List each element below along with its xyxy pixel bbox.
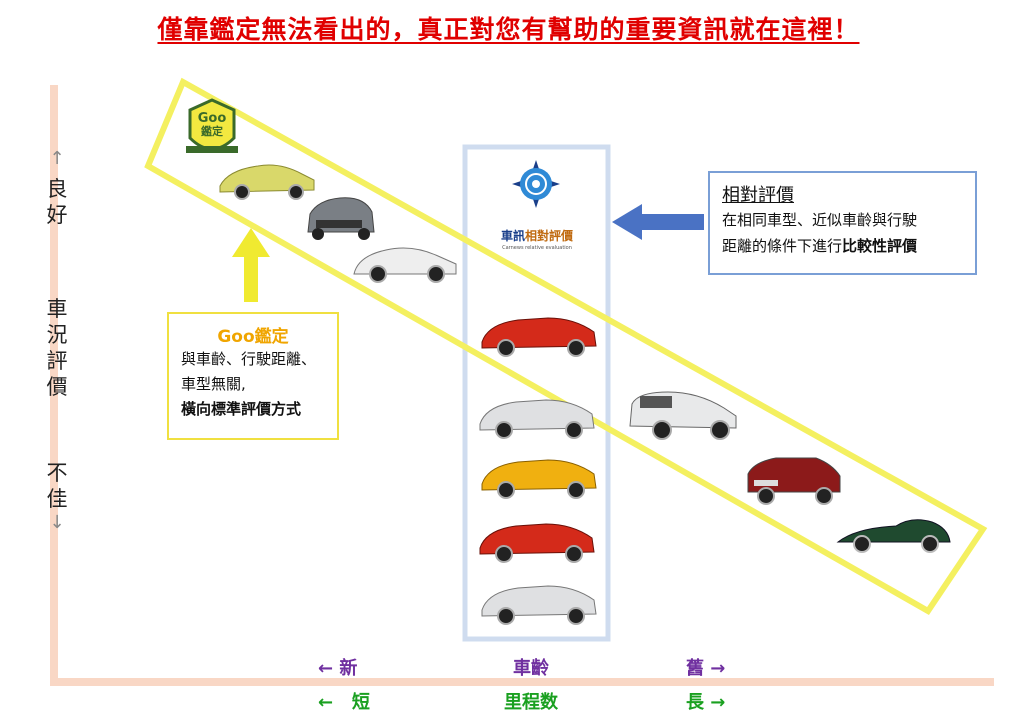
- relative-logo-name-a: 車訊: [500, 229, 525, 243]
- car-green-jaguar: [836, 519, 951, 553]
- x-mileage-label: 里程数: [504, 692, 558, 713]
- car-yellow-sports: [219, 164, 315, 200]
- page-title-text: 僅靠鑑定無法看出的，真正對您有幫助的重要資訊就在這裡！: [157, 15, 860, 44]
- relative-callout: 相對評價 在相同車型、近似車齡與行駛 距離的條件下進行比較性評價: [708, 171, 977, 275]
- x-axis-line: [50, 678, 994, 686]
- relative-column-frame: [462, 144, 611, 642]
- roadster-silver-2: [481, 585, 597, 625]
- y-label-1: 車: [46, 297, 68, 321]
- y-good-2: 好: [46, 203, 68, 227]
- y-down-arrow: ↓: [49, 512, 65, 533]
- goo-callout-line-2: 車型無關,: [181, 375, 246, 393]
- x-mileage-short: ← 短: [318, 692, 370, 713]
- roadster-silver: [479, 399, 595, 439]
- y-axis-line: [50, 85, 58, 685]
- x-age-old: 舊 →: [686, 658, 726, 679]
- goo-callout: Goo鑑定 與車齡、行駛距離、 車型無關, 橫向標準評價方式: [167, 312, 339, 440]
- goo-arrow-head: [232, 228, 270, 257]
- x-age-label: 車齡: [513, 658, 549, 679]
- goo-callout-bold-line: 橫向標準評價方式: [181, 400, 302, 418]
- car-red-audi: [747, 457, 841, 505]
- car-white-skyline: [629, 391, 737, 440]
- roadster-red-1: [481, 317, 597, 357]
- relative-callout-title: 相對評價: [722, 185, 794, 206]
- relative-logo-tagline: Carnews relative evaluation: [502, 245, 572, 251]
- car-gray-amg: [307, 197, 375, 240]
- goo-badge-word: Goo: [197, 111, 227, 126]
- y-label-3: 評: [46, 349, 68, 373]
- compass-logo-icon: [512, 160, 560, 208]
- relative-callout-line-2-bold: 比較性評價: [842, 237, 918, 255]
- y-label-2: 況: [46, 323, 68, 347]
- relative-callout-line-1: 在相同車型、近似車齡與行駛: [722, 211, 918, 229]
- goo-diagonal-band: [144, 77, 988, 615]
- goo-badge-sub: 鑑定: [201, 125, 223, 138]
- goo-badge-icon: [186, 98, 238, 153]
- relative-callout-line-2-prefix: 距離的條件下進行: [722, 237, 843, 255]
- roadster-red-2: [479, 523, 595, 563]
- goo-callout-line-1: 與車齡、行駛距離、: [181, 350, 317, 368]
- relative-arrow-shaft: [640, 214, 704, 230]
- car-white-supra: [353, 247, 457, 283]
- relative-arrow-head: [612, 204, 642, 240]
- x-mileage-long: 長 →: [686, 692, 726, 713]
- y-bad-1: 不: [46, 461, 68, 485]
- page-title: 僅靠鑑定無法看出的，真正對您有幫助的重要資訊就在這裡！: [0, 10, 1017, 46]
- y-label-4: 價: [46, 375, 68, 399]
- y-up-arrow: ↑: [49, 148, 65, 169]
- relative-callout-line-2: 距離的條件下進行比較性評價: [722, 233, 975, 259]
- x-age-new: ← 新: [318, 658, 358, 679]
- relative-logo-name-b: 相對評價: [525, 229, 574, 243]
- y-good-1: 良: [46, 177, 68, 201]
- goo-arrow-shaft: [244, 255, 258, 302]
- y-bad-2: 佳: [46, 487, 68, 511]
- goo-callout-title: Goo鑑定: [217, 327, 289, 347]
- relative-logo-name: 車訊相對評價: [492, 229, 582, 243]
- roadster-yellow: [481, 459, 597, 499]
